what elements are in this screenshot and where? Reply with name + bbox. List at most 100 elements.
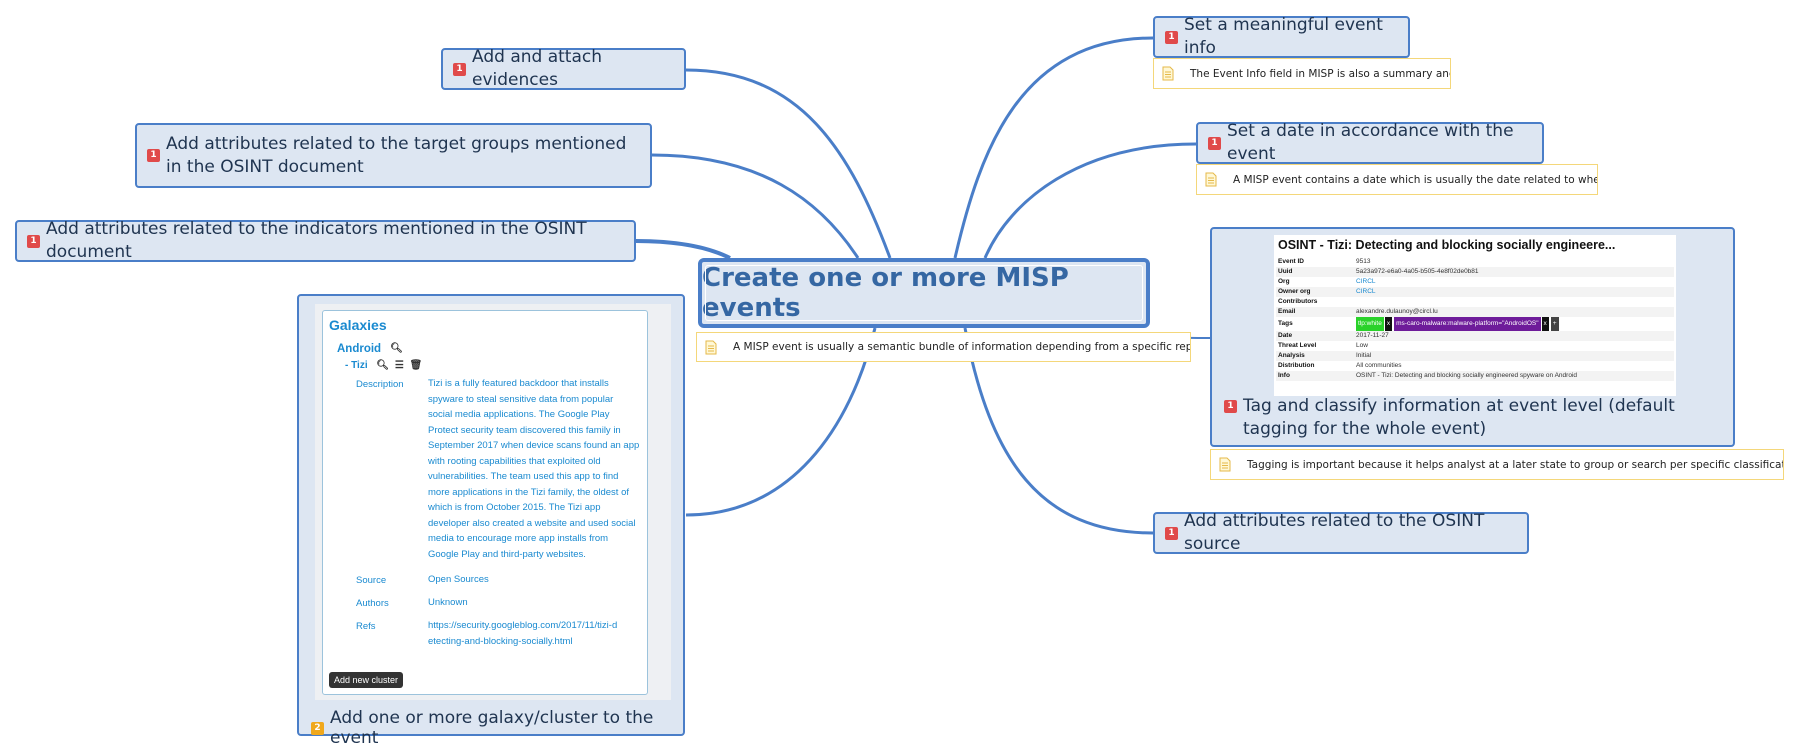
authors-label: Authors bbox=[356, 598, 389, 609]
branch-galaxy bbox=[685, 327, 877, 517]
osint-event-row: Org CIRCL bbox=[1276, 277, 1674, 287]
tag-note[interactable]: Tagging is important because it helps an… bbox=[1210, 449, 1784, 480]
osint-row-value: CIRCL bbox=[1356, 278, 1376, 285]
authors-value: Unknown bbox=[428, 597, 468, 608]
trash-icon: 🗑︎ bbox=[409, 360, 423, 371]
note-text: A MISP event contains a date which is us… bbox=[1233, 173, 1598, 186]
osint-row-value: CIRCL bbox=[1356, 288, 1376, 295]
priority-1-icon: 1 bbox=[1224, 400, 1237, 413]
central-note-text: A MISP event is usually a semantic bundl… bbox=[733, 341, 1191, 353]
osint-event-title: OSINT - Tizi: Detecting and blocking soc… bbox=[1278, 238, 1616, 252]
topic-tag-classify[interactable]: OSINT - Tizi: Detecting and blocking soc… bbox=[1210, 227, 1735, 447]
osint-row-key: Contributors bbox=[1278, 298, 1318, 305]
osint-row-value: All communities bbox=[1356, 362, 1402, 369]
topic-label: Add attributes related to the indicators… bbox=[46, 219, 587, 262]
galaxy-screenshot: Galaxies Android 🔍︎ - Tizi 🔍︎ ☰ 🗑︎ Descr… bbox=[315, 304, 671, 700]
topic-add-evidences[interactable]: 1 Add and attach evidences bbox=[441, 47, 686, 90]
osint-event-row: Owner org CIRCL bbox=[1276, 287, 1674, 297]
priority-1-icon: 1 bbox=[1165, 30, 1178, 44]
osint-row-key: Owner org bbox=[1278, 288, 1311, 295]
topic-label: Add attributes related to the target gro… bbox=[166, 133, 627, 177]
osint-row-key: Info bbox=[1278, 372, 1290, 379]
remove-tag-icon: x bbox=[1384, 317, 1393, 331]
topic-target-groups[interactable]: 1 Add attributes related to the target g… bbox=[135, 123, 652, 188]
add-new-cluster-button: Add new cluster bbox=[329, 672, 404, 688]
osint-row-key: Event ID bbox=[1278, 258, 1305, 265]
topic-osint-source[interactable]: 1 Add attributes related to the OSINT so… bbox=[1153, 511, 1529, 554]
topic-indicators[interactable]: 1 Add attributes related to the indicato… bbox=[15, 219, 636, 262]
osint-event-row: Distribution All communities bbox=[1276, 361, 1674, 371]
remove-tag-icon: x bbox=[1541, 317, 1549, 331]
branch-date bbox=[983, 142, 1197, 259]
branch-event-info bbox=[953, 36, 1154, 259]
list-icon: ☰ bbox=[394, 360, 404, 371]
osint-event-row: Event ID 9513 bbox=[1276, 257, 1674, 267]
note-icon bbox=[1219, 457, 1231, 472]
central-topic[interactable]: Create one or more MISP events bbox=[698, 258, 1150, 328]
priority-1-icon: 1 bbox=[27, 234, 40, 248]
galaxy-group: Android 🔍︎ bbox=[337, 343, 403, 355]
osint-row-value: 9513 bbox=[1356, 258, 1371, 265]
osint-row-key: Analysis bbox=[1278, 352, 1305, 359]
osint-row-value: 2017-11-27 bbox=[1356, 332, 1389, 339]
topic-label: Add and attach evidences bbox=[472, 47, 602, 90]
osint-row-value: Initial bbox=[1356, 352, 1372, 359]
osint-event-screenshot: OSINT - Tizi: Detecting and blocking soc… bbox=[1274, 235, 1676, 396]
osint-row-key: Threat Level bbox=[1278, 342, 1317, 349]
central-note[interactable]: A MISP event is usually a semantic bundl… bbox=[696, 332, 1191, 362]
central-topic-title: Create one or more MISP events bbox=[702, 263, 1069, 323]
note-text: The Event Info field in MISP is also a s… bbox=[1190, 67, 1451, 80]
galaxy-topic-label: 2 Add one or more galaxy/cluster to the … bbox=[311, 708, 683, 748]
note-text: Tagging is important because it helps an… bbox=[1247, 458, 1784, 471]
priority-1-icon: 1 bbox=[1208, 136, 1221, 150]
branch-osint-source bbox=[963, 327, 1154, 535]
refs-label: Refs bbox=[356, 621, 376, 632]
osint-event-row: Threat Level Low bbox=[1276, 341, 1674, 351]
branch-indicators bbox=[635, 239, 731, 260]
osint-row-key: Uuid bbox=[1278, 268, 1293, 275]
osint-event-row: Contributors bbox=[1276, 297, 1674, 307]
galaxy-panel-title: Galaxies bbox=[329, 317, 387, 333]
date-note[interactable]: A MISP event contains a date which is us… bbox=[1196, 164, 1598, 195]
osint-row-key: Email bbox=[1278, 308, 1296, 315]
topic-event-info[interactable]: 1 Set a meaningful event info bbox=[1153, 15, 1410, 58]
osint-row-key: Distribution bbox=[1278, 362, 1315, 369]
osint-row-value: 5a23a972-e6a0-4a05-b505-4e8f02de0b81 bbox=[1356, 268, 1479, 275]
description-value: Tizi is a fully featured backdoor that i… bbox=[428, 378, 640, 560]
osint-row-key: Tags bbox=[1278, 320, 1293, 327]
topic-label: Tag and classify information at event le… bbox=[1243, 396, 1675, 439]
osint-row-value: OSINT - Tizi: Detecting and blocking soc… bbox=[1356, 372, 1577, 379]
osint-row-key: Date bbox=[1278, 332, 1293, 339]
event-info-note[interactable]: The Event Info field in MISP is also a s… bbox=[1153, 58, 1451, 89]
branch-evidences bbox=[685, 68, 892, 259]
topic-label: Set a date in accordance with the event bbox=[1227, 121, 1514, 164]
osint-event-row: Date 2017-11-27 bbox=[1276, 331, 1674, 341]
tag-malware-platform: ms-caro-malware:malware-platform="Androi… bbox=[1394, 317, 1541, 331]
topic-galaxy[interactable]: Galaxies Android 🔍︎ - Tizi 🔍︎ ☰ 🗑︎ Descr… bbox=[297, 294, 685, 748]
osint-event-row: Analysis Initial bbox=[1276, 351, 1674, 361]
add-tag-icon: + bbox=[1550, 317, 1559, 331]
topic-date[interactable]: 1 Set a date in accordance with the even… bbox=[1196, 121, 1544, 164]
galaxy-cluster: - Tizi 🔍︎ ☰ 🗑︎ bbox=[345, 360, 422, 371]
note-icon bbox=[1162, 66, 1174, 81]
description-label: Description bbox=[356, 379, 404, 390]
search-icon: 🔍︎ bbox=[390, 343, 403, 355]
source-value: Open Sources bbox=[428, 574, 489, 585]
topic-label: Set a meaningful event info bbox=[1184, 15, 1383, 58]
topic-label: Add attributes related to the OSINT sour… bbox=[1184, 511, 1485, 554]
priority-2-icon: 2 bbox=[311, 721, 324, 735]
galaxy-cluster-name: - Tizi bbox=[345, 360, 368, 372]
source-label: Source bbox=[356, 575, 387, 586]
priority-1-icon: 1 bbox=[147, 149, 160, 162]
tag-tlp-white: tlp:white bbox=[1356, 317, 1384, 331]
note-icon bbox=[705, 340, 717, 354]
priority-1-icon: 1 bbox=[453, 62, 466, 76]
galaxy-group-name: Android bbox=[337, 343, 382, 355]
osint-row-value: Low bbox=[1356, 342, 1368, 349]
refs-value: https://security.googleblog.com/2017/11/… bbox=[428, 620, 618, 647]
osint-row-key: Org bbox=[1278, 278, 1290, 285]
